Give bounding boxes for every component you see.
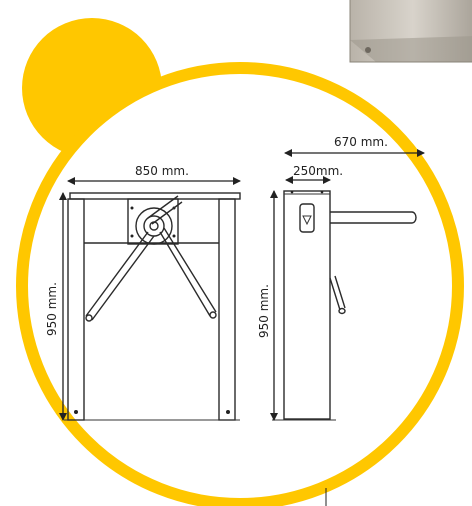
front-width-label: 850 mm. [135, 164, 189, 178]
front-height-label: 950 mm. [45, 282, 59, 336]
big-yellow-ring [16, 62, 464, 506]
front-view: 850 mm. 950 mm. [45, 164, 241, 421]
side-height-label: 950 mm. [257, 284, 271, 338]
side-depth-label: 250mm. [293, 164, 343, 178]
side-arm-reach-label: 670 mm. [334, 135, 388, 149]
steel-box-photo [349, 0, 472, 63]
side-view: 250mm. 670 mm. 950 mm. [257, 135, 425, 421]
